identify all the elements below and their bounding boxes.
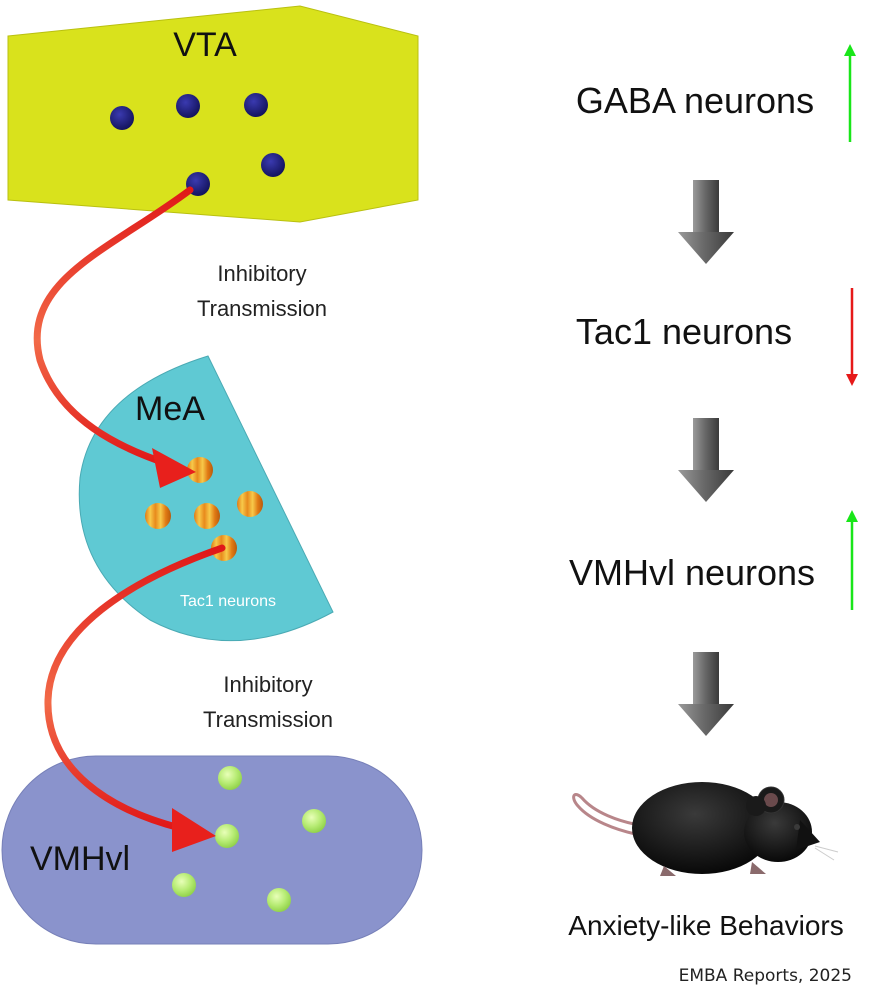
vmhvl-label: VMHvl	[30, 840, 130, 878]
red-curved-arrow-icon	[44, 544, 226, 852]
vmhvl-neuron	[302, 809, 326, 833]
mea-label: MeA	[135, 390, 205, 428]
vta-neuron	[244, 93, 268, 117]
down-arrow-icon	[846, 288, 858, 386]
transmission-line: Transmission	[203, 707, 333, 732]
red-curved-arrow-icon	[33, 186, 196, 488]
transmission-line: Transmission	[197, 296, 327, 321]
flow-step-label: GABA neurons	[576, 80, 814, 121]
flow-step-tac1: Tac1 neurons	[576, 288, 858, 386]
inhibitory-transmission-2: Inhibitory Transmission	[203, 672, 333, 732]
mea-neuron	[187, 457, 213, 483]
vmhvl-region: VMHvl	[1, 755, 423, 945]
vmhvl-neuron	[215, 824, 239, 848]
gray-down-arrow-icon	[678, 180, 734, 264]
flow-step-gaba: GABA neurons	[576, 44, 856, 142]
mea-neuron	[237, 491, 263, 517]
vta-region: VTA	[7, 5, 419, 223]
up-arrow-icon	[846, 510, 858, 610]
vta-neuron	[261, 153, 285, 177]
up-arrow-icon	[844, 44, 856, 142]
vmhvl-neuron	[267, 888, 291, 912]
gray-down-arrow-icon	[678, 652, 734, 736]
flow-step-label: Tac1 neurons	[576, 311, 792, 352]
vta-neuron	[176, 94, 200, 118]
mouse-icon	[572, 782, 839, 876]
mea-neuron	[194, 503, 220, 529]
outcome-label: Anxiety-like Behaviors	[568, 910, 843, 941]
flow-step-vmhvl: VMHvl neurons	[569, 510, 858, 610]
mea-tac1-label: Tac1 neurons	[180, 593, 276, 610]
vta-neuron	[110, 106, 134, 130]
flow-step-label: VMHvl neurons	[569, 552, 815, 593]
vmhvl-neuron	[172, 873, 196, 897]
mea-neuron	[145, 503, 171, 529]
vmhvl-neuron	[218, 766, 242, 790]
mea-region: MeA Tac1 neurons	[78, 355, 334, 642]
transmission-line: Inhibitory	[217, 261, 306, 286]
vta-label: VTA	[173, 26, 237, 64]
credit-label: EMBA Reports, 2025	[679, 966, 852, 986]
transmission-line: Inhibitory	[223, 672, 312, 697]
gray-down-arrow-icon	[678, 418, 734, 502]
inhibitory-transmission-1: Inhibitory Transmission	[197, 261, 327, 321]
